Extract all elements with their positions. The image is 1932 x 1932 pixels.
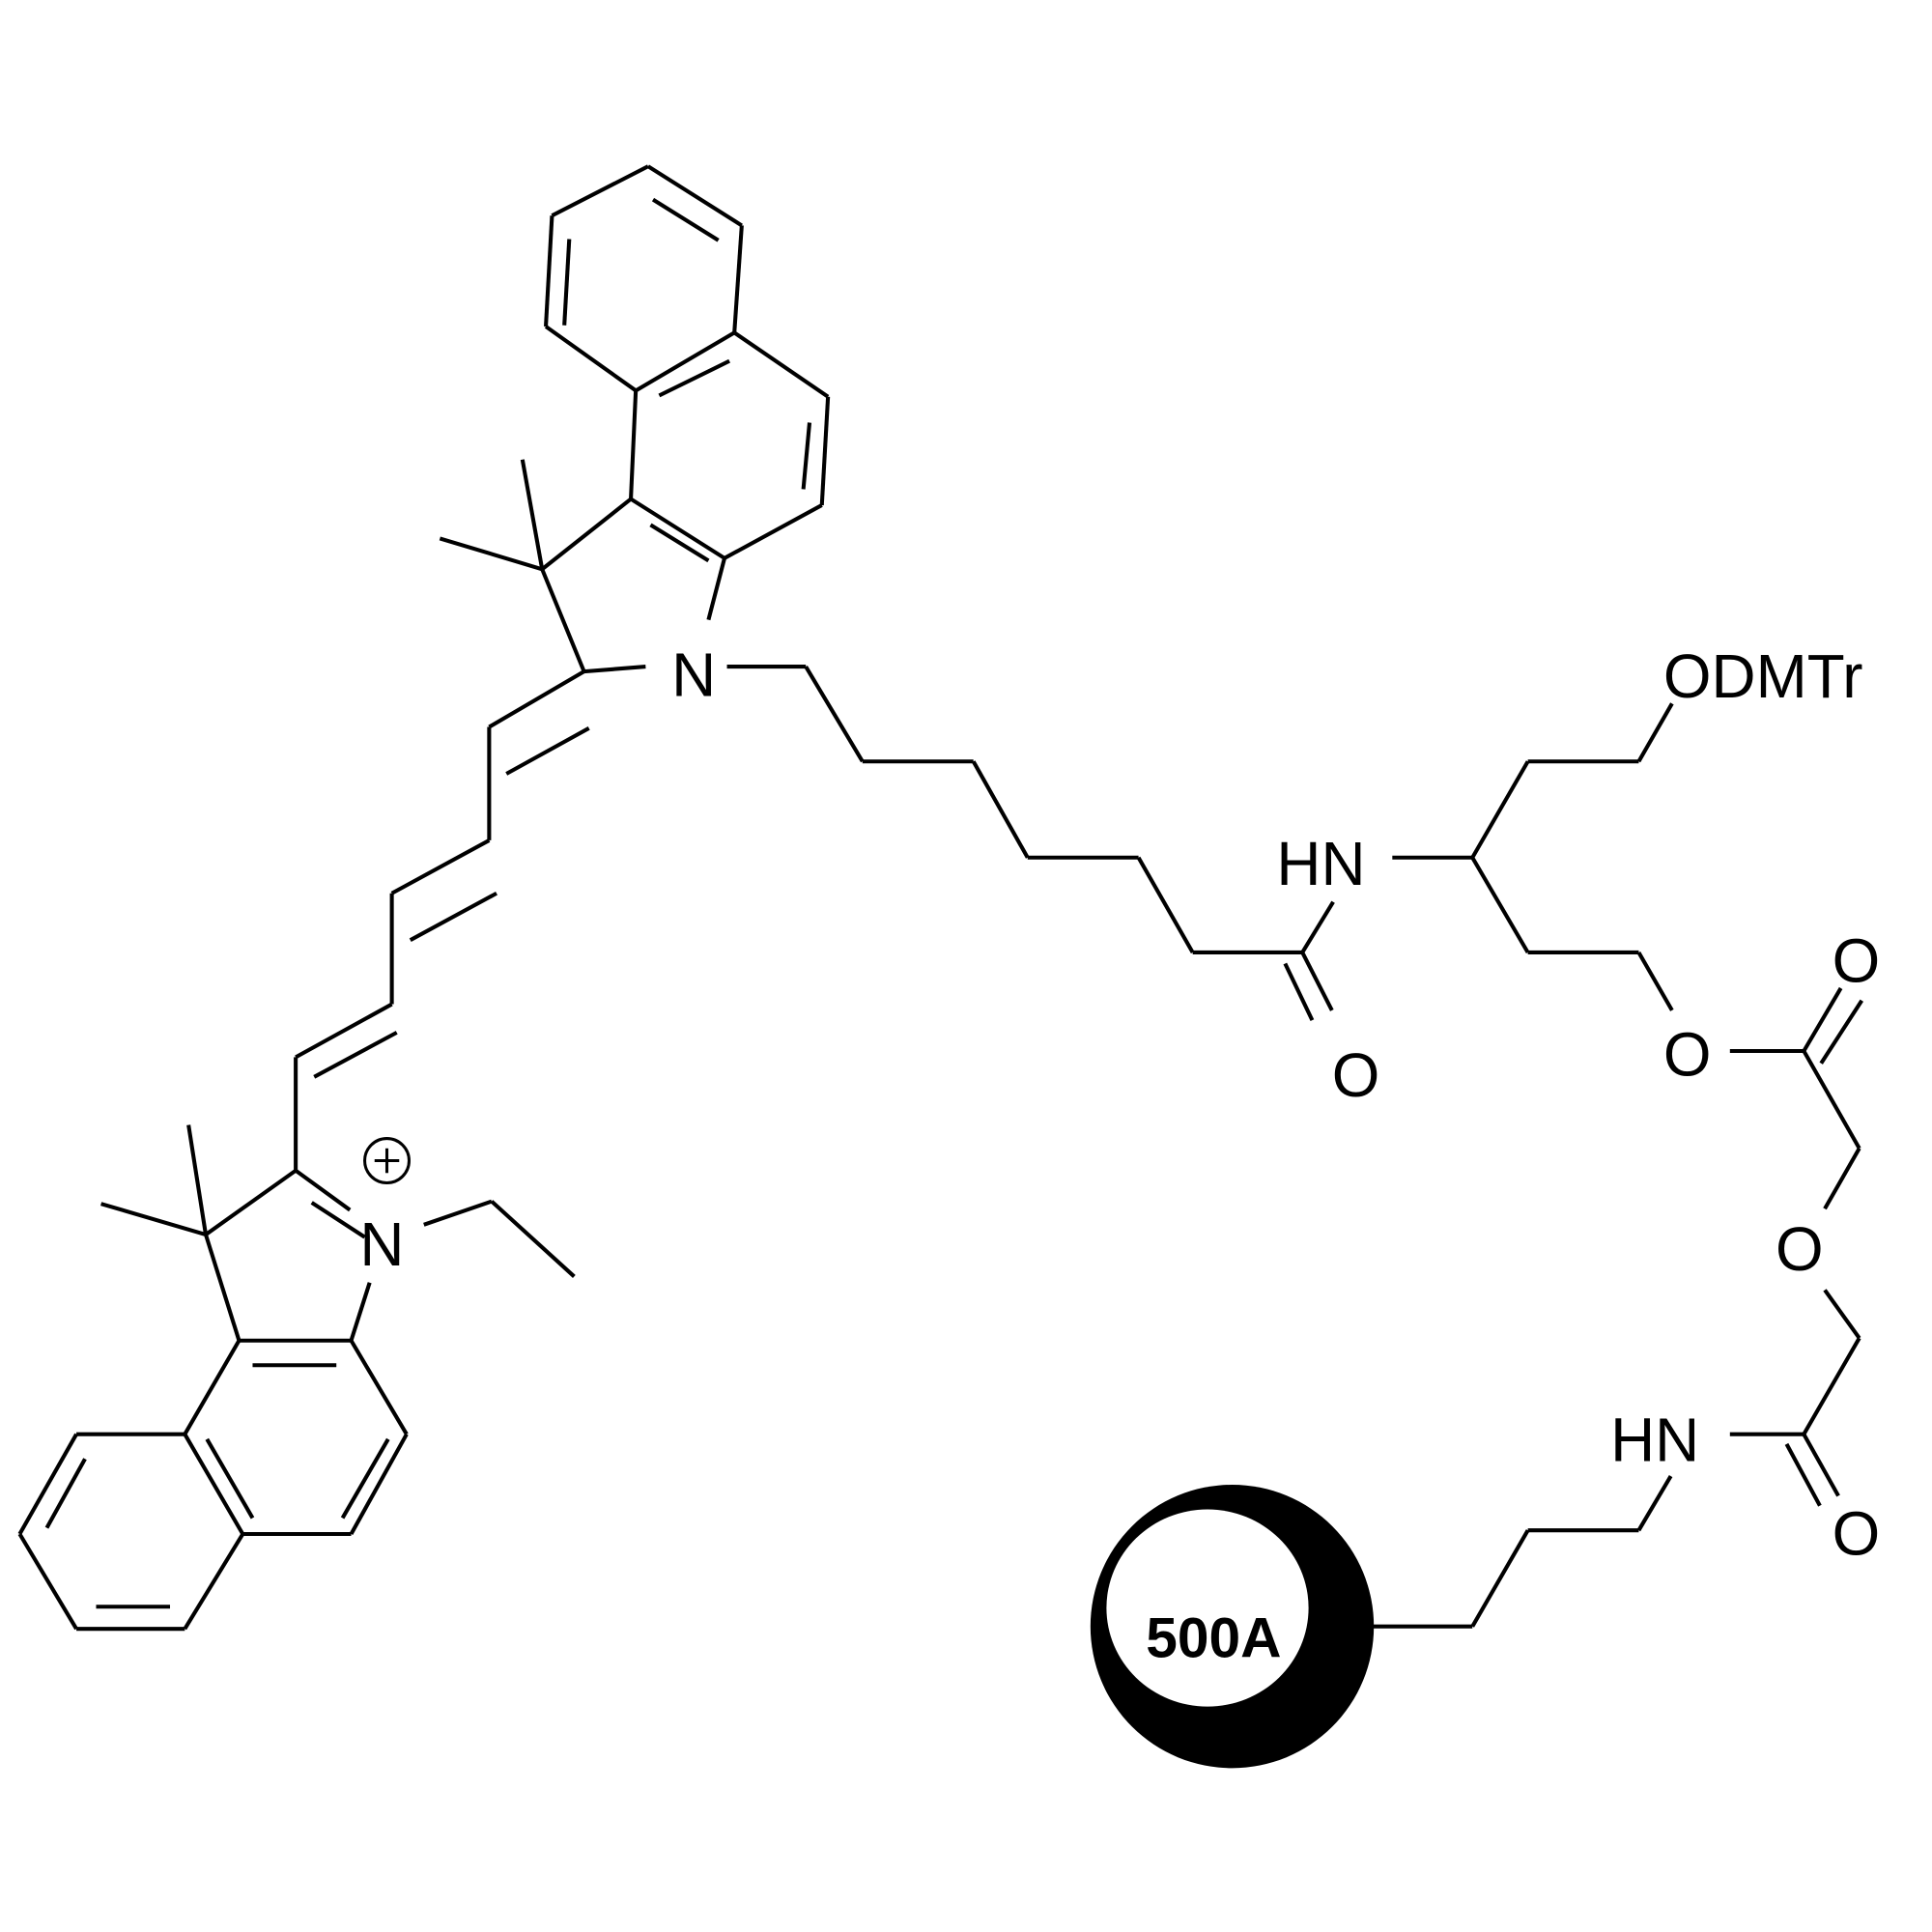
positive-charge-icon bbox=[363, 1137, 411, 1185]
solid-support-bead: 500A bbox=[1090, 1484, 1375, 1769]
branch-backbone bbox=[1392, 702, 1674, 1011]
upper-indoline-ring bbox=[439, 459, 726, 674]
upper-naphthalene bbox=[544, 164, 831, 563]
atom-o-amide-2: O bbox=[1833, 1499, 1881, 1569]
lower-naphthalene bbox=[17, 1339, 409, 1632]
atom-n-lower: N bbox=[359, 1209, 404, 1279]
hexyl-linker bbox=[726, 665, 1335, 1022]
atom-hn-amide-2: HN bbox=[1610, 1406, 1699, 1475]
atom-hn-amide-1: HN bbox=[1276, 829, 1365, 898]
atom-odmtr: ODMTr bbox=[1663, 641, 1863, 711]
bead-label: 500A bbox=[1146, 1607, 1281, 1670]
diglycolic-linker bbox=[1729, 986, 1864, 1507]
atom-o-amide-1: O bbox=[1332, 1040, 1380, 1110]
atom-o-ester-carbonyl: O bbox=[1833, 926, 1881, 996]
atom-o-ester-link: O bbox=[1663, 1020, 1712, 1090]
propyl-linker bbox=[1370, 1475, 1673, 1629]
atom-n-upper: N bbox=[671, 640, 716, 710]
atom-o-ether: O bbox=[1776, 1214, 1824, 1284]
polymethine-chain bbox=[294, 669, 590, 1171]
lower-indolium-ring bbox=[100, 1124, 576, 1368]
